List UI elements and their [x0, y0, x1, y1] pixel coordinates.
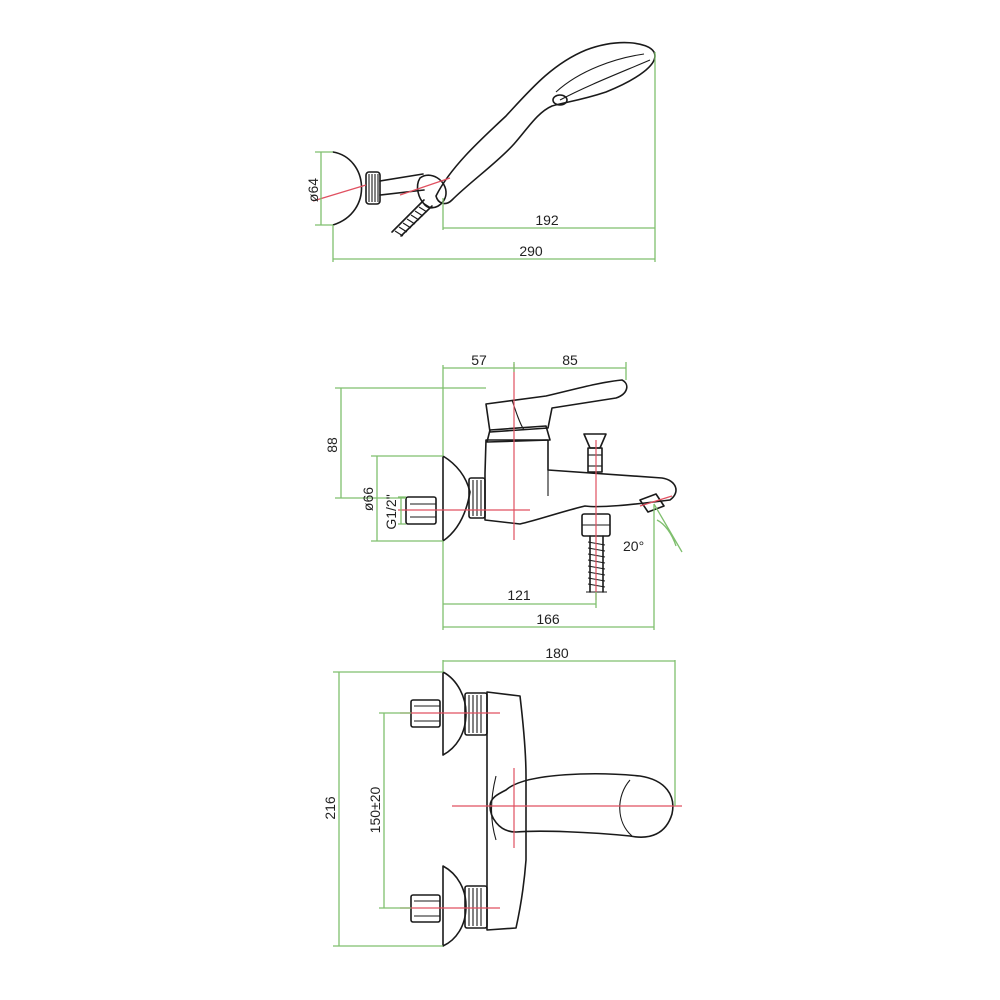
centerline: [312, 184, 367, 202]
dimension-label: 88: [324, 437, 340, 453]
lever-handle: [489, 773, 674, 838]
dimension-label: G1/2": [383, 494, 399, 529]
dimension-line: [332, 225, 656, 262]
wall-bracket: [332, 151, 363, 226]
dimension-line: [398, 496, 406, 525]
mixer-body: [486, 691, 527, 931]
centerline: [399, 177, 451, 196]
hand-shower-body: [435, 41, 656, 205]
lever-handle: [485, 379, 628, 433]
hose-spring: [391, 199, 433, 237]
dimension-label: 180: [545, 645, 569, 661]
dimension-line: [315, 151, 333, 226]
dimension-label: ø64: [305, 178, 321, 202]
spout-aerator: [639, 493, 665, 513]
dimension-label: 290: [519, 243, 543, 259]
wall-flange: [442, 455, 471, 542]
diverter-knob: [583, 433, 607, 449]
bottom-flange: [442, 865, 467, 947]
mixer-body: [484, 439, 677, 525]
dimension-line: [442, 660, 676, 806]
dimension-label: 57: [471, 352, 487, 368]
dimension-line: [442, 362, 627, 456]
dimension-label: 85: [562, 352, 578, 368]
spray-button: [552, 94, 568, 106]
dimension-label: 192: [535, 212, 559, 228]
dimension-line: [335, 387, 486, 499]
holder-cup: [416, 174, 447, 209]
dimension-label: 216: [322, 796, 338, 820]
hose-spring: [586, 535, 607, 593]
dimension-label: 150±20: [367, 786, 383, 833]
holder-arm: [379, 173, 425, 196]
hand-shower-view: ø64 192 290: [305, 41, 656, 262]
centerline: [639, 495, 673, 507]
dimension-line: [379, 712, 411, 909]
cartridge-cover: [486, 425, 551, 443]
dimension-label: ø66: [360, 487, 376, 511]
mixer-front-view: 180 216 150±20: [322, 645, 682, 947]
dimension-line: [443, 504, 655, 630]
dimension-line: [442, 52, 656, 232]
dimension-line: [371, 455, 443, 542]
mixer-side-view: 57 85 88 ø66 G1/2" 20° 121 166: [324, 352, 683, 630]
angle-label: 20°: [623, 538, 644, 554]
dimension-line: [442, 541, 597, 630]
dimension-label: 166: [536, 611, 560, 627]
diverter-stem: [587, 447, 603, 473]
dimension-line: [333, 671, 443, 947]
bracket-nut: [365, 171, 381, 205]
bottom-nut: [464, 885, 488, 929]
angle-arc: [653, 503, 683, 553]
dimension-label: 121: [507, 587, 531, 603]
top-nut: [464, 692, 488, 736]
